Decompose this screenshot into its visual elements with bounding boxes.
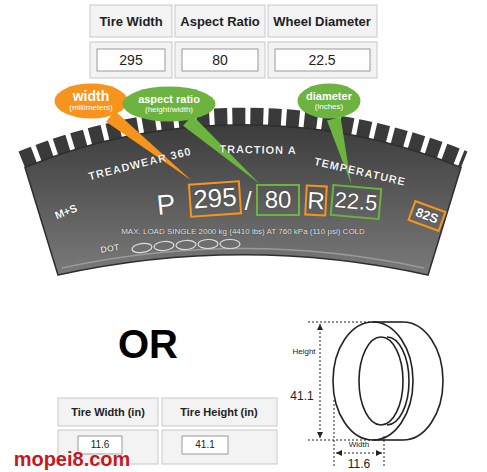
sidewall-text: TREADWEAR 360 <box>87 146 192 182</box>
node-title: 82S <box>414 206 440 227</box>
table-header: Tire Height (in) <box>180 407 257 418</box>
dot-link <box>198 239 218 249</box>
table-input-box <box>182 436 228 454</box>
table-value-cell <box>162 430 277 464</box>
height-dimension <box>320 324 321 438</box>
size-code-box: 295 <box>188 180 242 218</box>
table-header-cell <box>90 5 172 37</box>
table-header: Tire Width (in) <box>71 407 145 418</box>
extension-line <box>308 322 373 323</box>
tire-sidewall <box>25 125 461 275</box>
size-code-box: 22.5 <box>330 184 383 220</box>
callout-ellipse <box>55 84 128 119</box>
table-cell: 41.1 <box>195 440 214 450</box>
node-title: 80 <box>265 187 292 212</box>
watermark: mopei8.com <box>14 449 131 469</box>
table-cell: 80 <box>212 53 228 67</box>
extension-line <box>384 436 385 468</box>
dot-link <box>131 242 152 254</box>
table-header-cell <box>58 398 158 426</box>
table-header-cell <box>175 5 265 37</box>
tire-hole <box>359 337 403 425</box>
node-title: 22.5 <box>334 189 379 216</box>
load-index-box: 82S <box>407 200 446 232</box>
callout-bubble: width(millimeters) <box>54 83 128 119</box>
tire-inner-wall <box>387 337 409 425</box>
sidewall-text: P <box>155 190 177 220</box>
size-code-box: R <box>304 184 328 216</box>
node-title: 295 <box>192 184 237 214</box>
sidewall-text: DOT <box>100 243 120 255</box>
node-title: width <box>73 89 110 104</box>
sidewall-text: / <box>244 188 251 214</box>
dimension-label: Width <box>349 441 369 449</box>
callout-bubble: aspect ratio(height/width) <box>122 86 216 122</box>
dot-link <box>176 240 197 250</box>
table-cell: 295 <box>119 53 142 67</box>
table-value-cell <box>268 42 377 78</box>
table-cell: 22.5 <box>308 53 335 67</box>
table-value-cell <box>175 42 265 78</box>
node-title: R <box>307 187 326 213</box>
sidewall-text: TEMPERATURE <box>313 156 407 188</box>
extension-line <box>334 400 335 468</box>
width-dimension <box>336 453 382 454</box>
tire-outline <box>333 322 443 440</box>
dimension-value: 41.1 <box>290 390 313 402</box>
table-input-box <box>182 49 258 71</box>
table-header: Tire Width <box>99 15 162 28</box>
table-input-box <box>97 49 165 71</box>
size-code-box: 80 <box>256 184 300 216</box>
callout-ellipse <box>123 87 216 122</box>
callout-ellipse <box>298 84 361 119</box>
table-input-box <box>275 49 370 71</box>
node-title: diameter <box>306 91 352 103</box>
dimension-value: 11.6 <box>348 458 370 470</box>
sidewall-text: M+S <box>53 203 78 222</box>
node-subtitle: (millimeters) <box>69 104 113 112</box>
sidewall-text: MAX. LOAD SINGLE 2000 kg (4410 lbs) AT 7… <box>121 228 365 236</box>
dimension-label: Height <box>292 348 315 356</box>
node-title: aspect ratio <box>138 94 200 106</box>
table-header: Aspect Ratio <box>180 15 259 28</box>
callout-bubble: diameter(inches) <box>297 83 361 119</box>
or-text: OR <box>118 324 178 364</box>
node-subtitle: (height/width) <box>145 106 193 114</box>
table-header-cell <box>268 5 377 37</box>
node-subtitle: (inches) <box>315 103 343 111</box>
dimension-lines <box>308 322 384 468</box>
table-header-cell <box>162 398 277 426</box>
dot-code-chain <box>131 239 240 254</box>
table-value-cell <box>90 42 172 78</box>
sidewall-text: TRACTION A <box>219 144 297 156</box>
tire-front-face <box>333 322 413 440</box>
dot-link <box>154 240 175 251</box>
table-header: Wheel Diameter <box>273 15 371 28</box>
dot-link <box>220 240 240 249</box>
